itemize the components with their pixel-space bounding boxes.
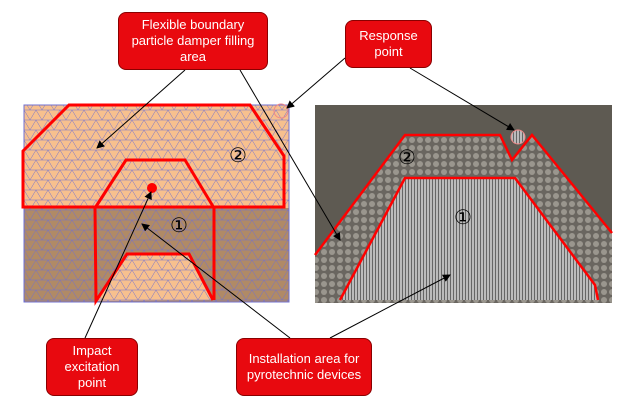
filling-area-label: Flexible boundary particle damper fillin… [118,12,268,70]
impact-point-marker [147,183,157,193]
fe-model [21,103,290,306]
region-1-marker: ① [170,215,188,237]
test-photo [314,105,613,303]
impact-point-label: Impact excitation point [46,338,138,396]
response-point-marker [273,103,289,119]
response-point-label: Response point [345,20,432,68]
region-2-marker: ② [229,145,247,167]
photo-region-1-marker: ① [454,207,472,229]
photo-region-2-marker: ② [398,147,416,169]
installation-area-label: Installation area for pyrotechnic device… [236,338,372,396]
arrows [84,57,515,339]
